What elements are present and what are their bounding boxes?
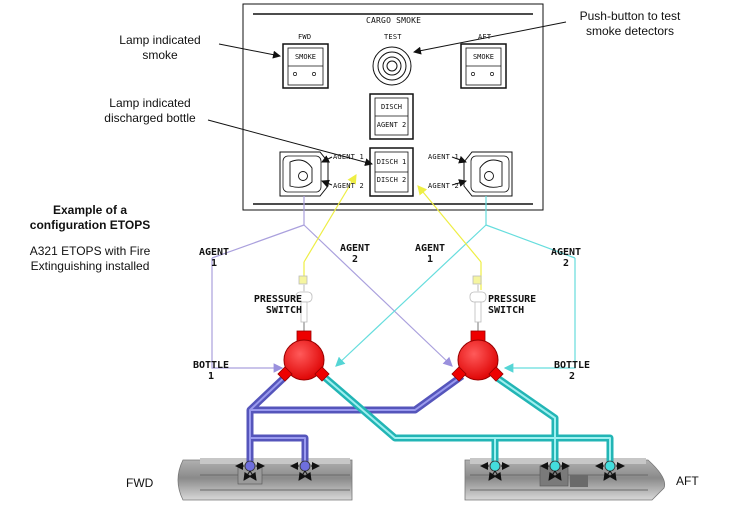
aft-label: AFT: [478, 33, 492, 41]
panel-agent2-left: AGENT 2: [333, 182, 364, 190]
config-line1: A321 ETOPS with Fire: [29, 244, 151, 258]
panel-agent2-right: AGENT 2: [428, 182, 459, 190]
bottle2-text: BOTTLE: [553, 360, 591, 371]
pressure-right-line1: PRESSURE: [488, 294, 537, 305]
fwd-smoke-lamp-button[interactable]: [282, 43, 329, 89]
pressure-switch-left-label: PRESSURE SWITCH: [232, 294, 302, 316]
panel-agent1-left: AGENT 1: [333, 153, 364, 161]
agent2-text: AGENT 2: [376, 121, 407, 129]
pressure-left-line1: PRESSURE: [253, 294, 302, 305]
agent1-left-text: AGENT: [198, 247, 230, 258]
lamp-disch-line2: discharged bottle: [104, 111, 196, 125]
agent1-right-label: AGENT 1: [410, 243, 450, 265]
agent2-right-label: AGENT 2: [546, 247, 586, 269]
fwd-nozzles: [235, 460, 320, 481]
smoke-test-pushbutton[interactable]: [372, 46, 412, 86]
panel-agent1-right: AGENT 1: [428, 153, 459, 161]
callout-arrows: [207, 21, 567, 188]
pushbutton-line1: Push-button to test: [579, 9, 681, 23]
fwd-hold-label: FWD: [126, 476, 154, 490]
test-label: TEST: [384, 33, 402, 41]
bottle2-num: 2: [568, 371, 576, 382]
bottle1-text: BOTTLE: [192, 360, 230, 371]
pressure-switch-left: [295, 275, 313, 334]
disch-text: DISCH: [380, 103, 403, 111]
pressure-switch-right: [469, 275, 487, 334]
aft-smoke-text: SMOKE: [472, 53, 495, 61]
agent2-right-text: AGENT: [550, 247, 582, 258]
agent2-left-label: AGENT 2: [335, 243, 375, 265]
lamp-smoke-line2: smoke: [142, 48, 178, 62]
bottle1-label: BOTTLE 1: [186, 360, 236, 382]
disch-agent2-button[interactable]: [369, 93, 414, 140]
fwd-label: FWD: [298, 33, 312, 41]
fire-bottle-2: [451, 330, 504, 382]
aft-smoke-lamp-button[interactable]: [460, 43, 507, 89]
pipes-purple-hi: [249, 374, 463, 465]
pipes-purple: [246, 372, 465, 465]
agent1-right-text: AGENT: [414, 243, 446, 254]
bottle1-num: 1: [207, 371, 215, 382]
example-line1: Example of a: [52, 203, 128, 217]
lamp-smoke-line1: Lamp indicated: [119, 33, 201, 47]
bottle2-label: BOTTLE 2: [547, 360, 597, 382]
pressure-right-line2: SWITCH: [488, 305, 525, 316]
pipes-cyan-hi: [321, 374, 611, 465]
left-agent-guarded-switch[interactable]: [279, 151, 329, 197]
lamp-disch-annotation: Lamp indicated discharged bottle: [90, 96, 210, 126]
agent-signal-wires-lilac: [211, 196, 453, 373]
lamp-disch-line1: Lamp indicated: [109, 96, 191, 110]
pressure-left-line2: SWITCH: [265, 305, 302, 316]
config-note: A321 ETOPS with Fire Extinguishing insta…: [20, 244, 160, 274]
fwd-cargo-hold: [177, 458, 353, 501]
lamp-smoke-annotation: Lamp indicated smoke: [100, 33, 220, 63]
fire-bottle-1: [277, 330, 330, 382]
agent2-right-num: 2: [562, 258, 570, 269]
right-agent-guarded-switch[interactable]: [463, 151, 513, 197]
agent1-left-num: 1: [210, 258, 218, 269]
aft-hold-label: AFT: [676, 474, 699, 488]
agent-signal-wires-cyan: [335, 196, 576, 373]
fwd-smoke-text: SMOKE: [294, 53, 317, 61]
pushbutton-annotation: Push-button to test smoke detectors: [562, 9, 698, 39]
agent2-left-num: 2: [351, 254, 359, 265]
disch1-text: DISCH 1: [376, 158, 407, 166]
disch2-text: DISCH 2: [376, 176, 407, 184]
agent2-left-text: AGENT: [339, 243, 371, 254]
panel-title: CARGO SMOKE: [366, 16, 422, 25]
example-line2: configuration ETOPS: [29, 218, 151, 232]
agent1-left-label: AGENT 1: [194, 247, 234, 269]
agent1-right-num: 1: [426, 254, 434, 265]
disch1-disch2-button[interactable]: [369, 147, 414, 197]
pipes-cyan: [319, 372, 614, 465]
aft-nozzles: [480, 460, 625, 481]
pressure-switch-right-label: PRESSURE SWITCH: [488, 294, 558, 316]
example-heading: Example of a configuration ETOPS: [20, 203, 160, 233]
pushbutton-line2: smoke detectors: [585, 24, 675, 38]
config-line2: Extinguishing installed: [30, 259, 150, 273]
